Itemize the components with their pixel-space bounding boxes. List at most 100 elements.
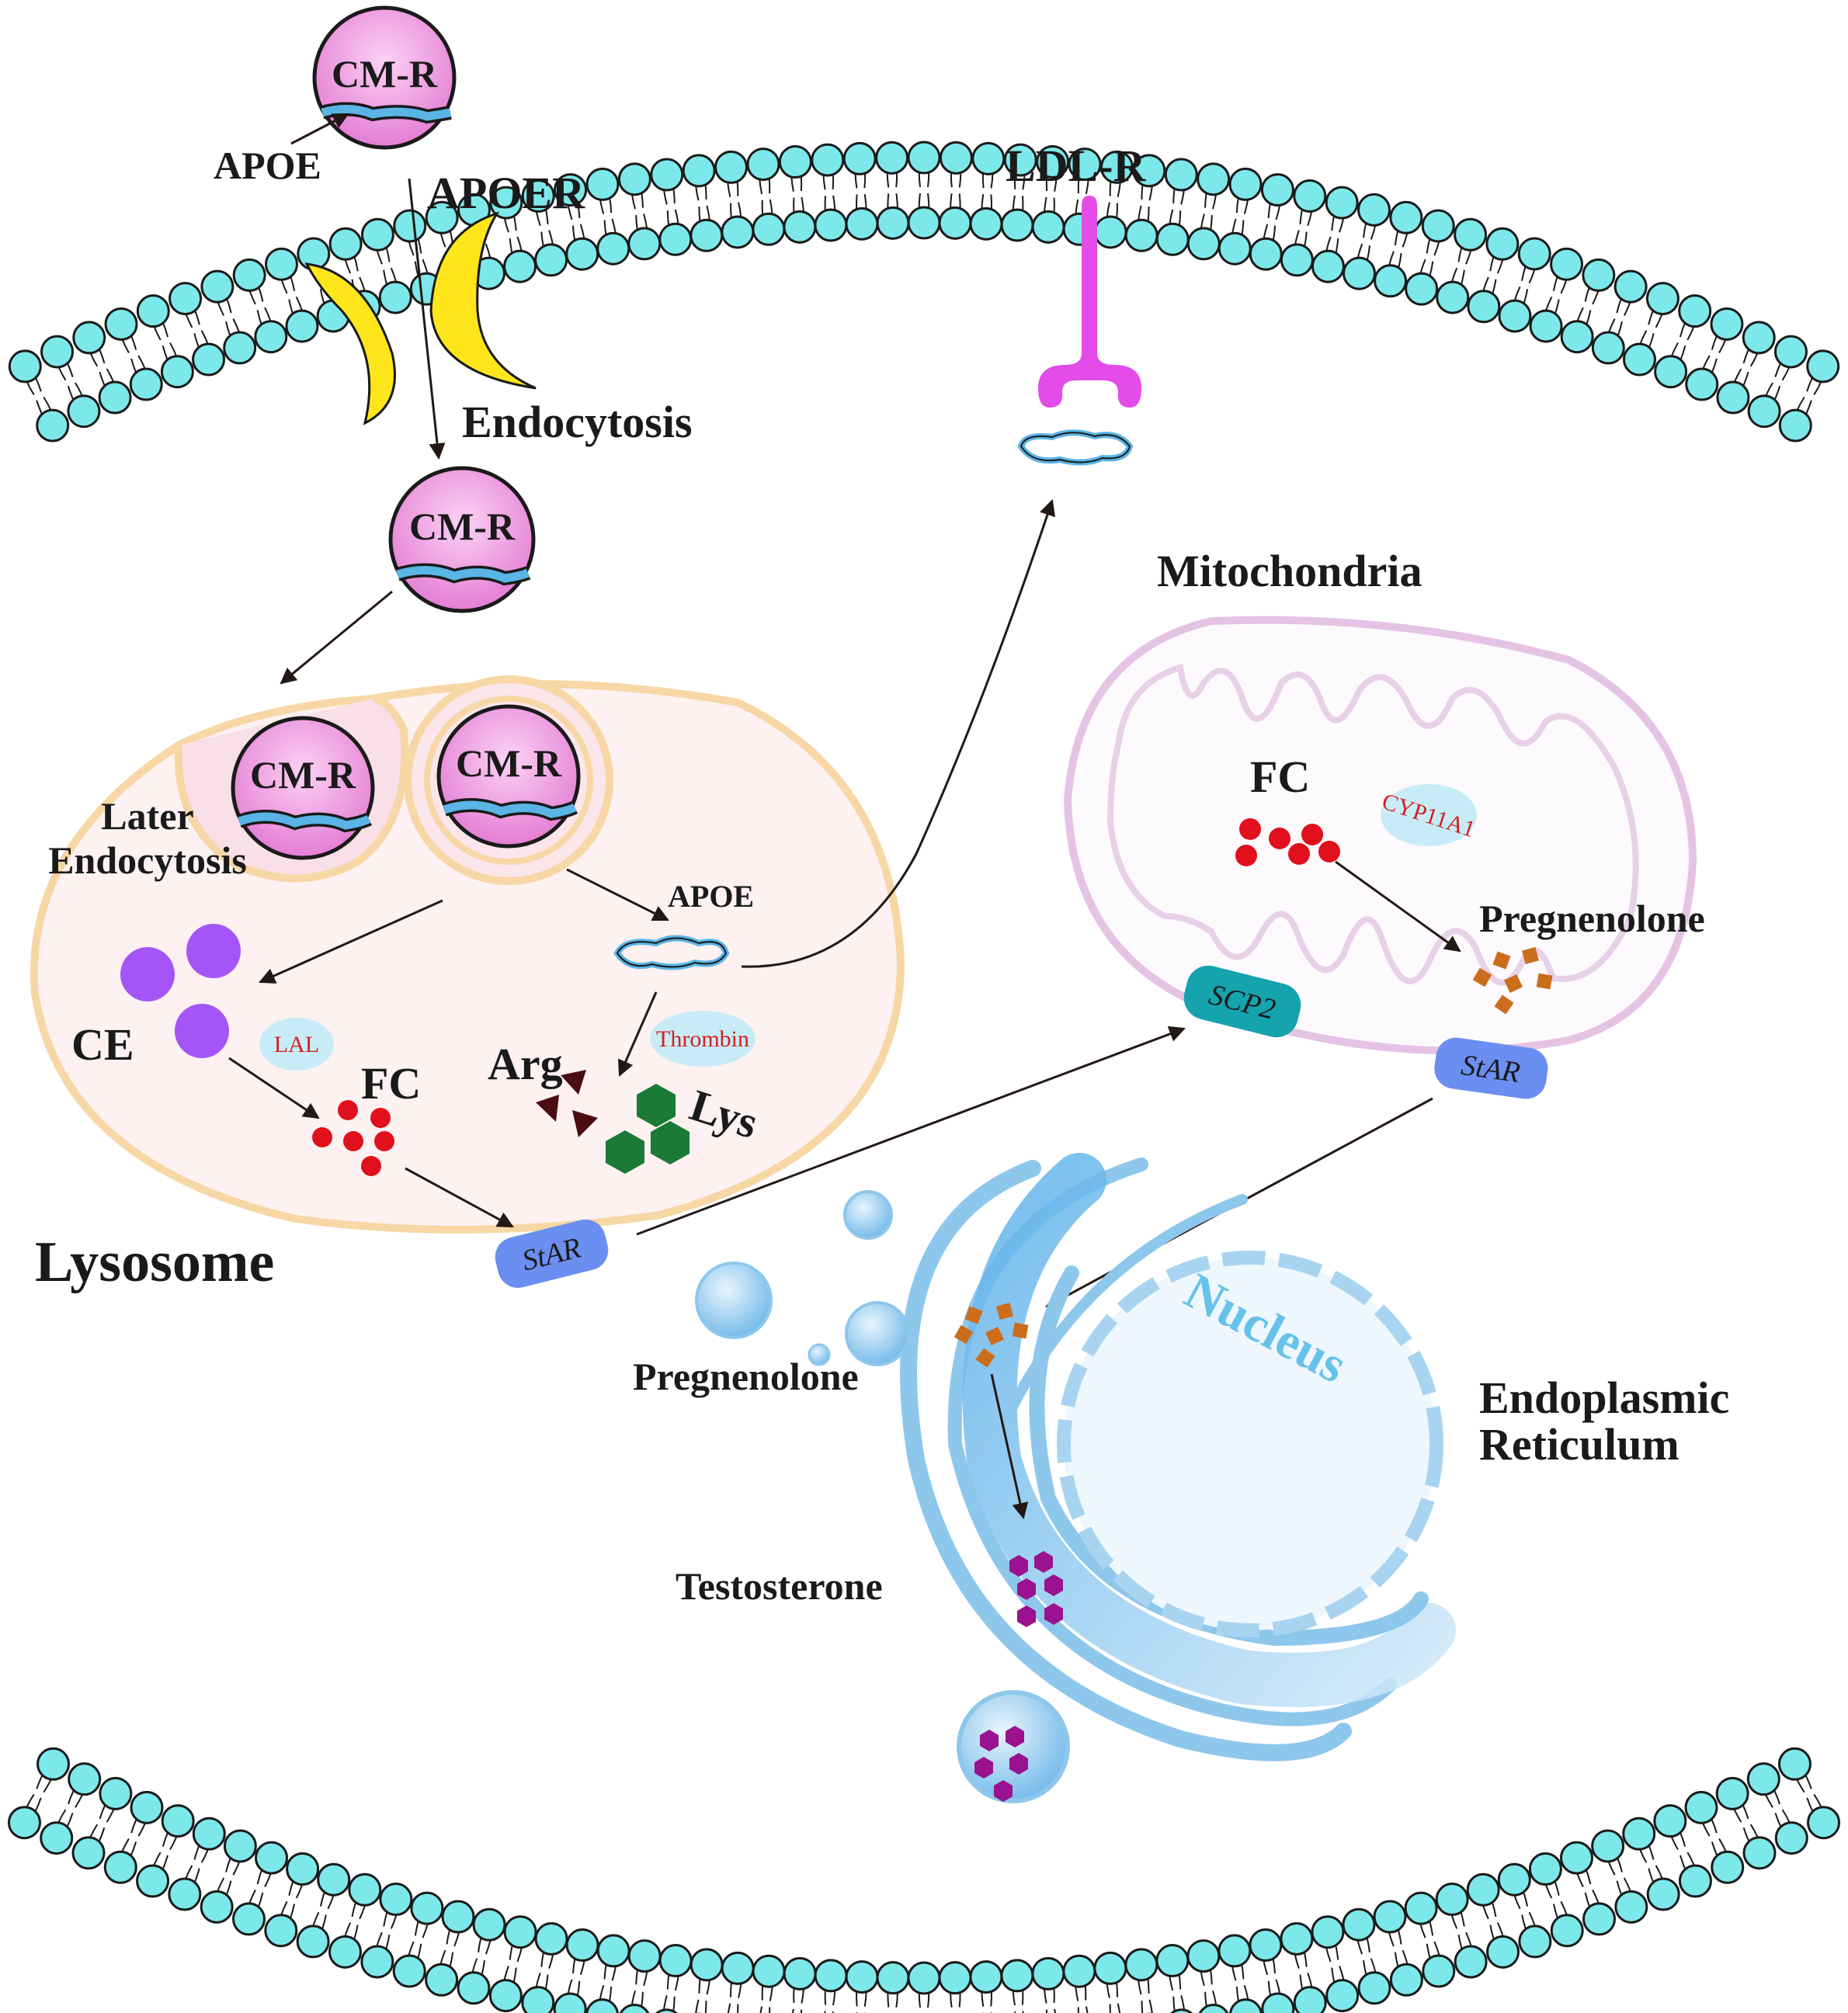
lipid-head xyxy=(1774,1821,1808,1855)
lipid-head xyxy=(1806,349,1840,384)
lipid-head xyxy=(1374,264,1408,298)
lipid-head xyxy=(1000,208,1034,242)
lipid-head xyxy=(317,1862,351,1897)
lipid-head xyxy=(565,1928,599,1963)
lipid-head xyxy=(650,158,684,192)
lipid-head xyxy=(1454,217,1488,252)
lipid-head xyxy=(1684,1790,1718,1824)
thrombin-enzyme xyxy=(650,1011,756,1067)
lipid-head xyxy=(410,1891,444,1925)
lipid-head xyxy=(8,349,42,384)
lipid-head xyxy=(1747,394,1781,429)
lipid-head xyxy=(223,1829,257,1863)
lipid-tail xyxy=(1141,2001,1144,2013)
lipid-head xyxy=(1197,162,1231,196)
lipid-head xyxy=(845,207,879,241)
lipid-head xyxy=(714,150,749,184)
lipid-head xyxy=(752,1954,786,1988)
lipid-head xyxy=(103,1850,137,1884)
lipid-head xyxy=(1342,1907,1376,1942)
star-protein-lysosome: StAR xyxy=(495,1219,609,1288)
cmr-label-endocytosed: CM-R xyxy=(409,505,516,548)
lipid-head xyxy=(814,1959,848,1993)
lipid-head xyxy=(690,1948,724,1982)
lipid-head xyxy=(1591,331,1625,365)
lipid-head xyxy=(379,1883,413,1917)
lipid-head xyxy=(1062,1954,1096,1988)
lipid-tail xyxy=(1117,2003,1121,2013)
lipid-head xyxy=(907,206,941,240)
lipid-head xyxy=(690,218,724,252)
lipid-head xyxy=(721,215,755,249)
lipid-head xyxy=(1614,1890,1648,1924)
fc-label-mito: FC xyxy=(1250,751,1310,802)
apoer-receptor xyxy=(304,211,537,425)
lipid-head xyxy=(160,355,194,389)
ldlr-receptor xyxy=(1038,196,1141,408)
lipid-head xyxy=(1685,367,1719,401)
lipid-tail xyxy=(759,2006,763,2013)
lipid-head xyxy=(783,210,817,244)
ce-molecules xyxy=(120,924,241,1058)
lipid-head xyxy=(585,167,620,201)
testosterone-molecules xyxy=(1009,1551,1063,1627)
plasma-membrane-bottom xyxy=(7,1747,1841,2013)
lipid-head xyxy=(1614,269,1648,304)
lipid-head xyxy=(1421,209,1455,243)
lipid-head xyxy=(67,394,101,429)
lipid-tail xyxy=(704,2001,707,2013)
lipid-head xyxy=(534,1921,568,1956)
lipid-head xyxy=(1622,1817,1656,1851)
plasma-membrane-top xyxy=(8,141,1840,443)
lipid-head xyxy=(1198,2004,1229,2013)
fc-molecules-lysosome xyxy=(312,1100,394,1176)
lipid-head xyxy=(348,1872,382,1907)
lipid-head xyxy=(565,237,599,271)
apoe-strand-lysosome xyxy=(613,935,730,970)
lipid-head xyxy=(392,1954,426,1988)
lipid-head xyxy=(596,1934,630,1968)
lipid-head xyxy=(1249,237,1283,271)
lipid-head xyxy=(192,1817,226,1851)
lipid-head xyxy=(136,1864,170,1898)
lipid-head xyxy=(1155,1944,1190,1978)
lipid-head xyxy=(1528,1852,1562,1886)
er-label-1: Endoplasmic xyxy=(1479,1373,1729,1423)
lipid-head xyxy=(1807,1806,1841,1840)
later-endocytosis-label-1: Later xyxy=(101,794,193,838)
lipid-head xyxy=(1357,193,1391,227)
lipid-head xyxy=(232,258,266,292)
lipid-head xyxy=(1357,1971,1391,2005)
lipid-head xyxy=(136,294,170,328)
lipid-tail xyxy=(1148,1999,1153,2013)
scp2-protein: SCP2 xyxy=(1183,965,1301,1038)
lipid-head xyxy=(1645,282,1680,316)
lipid-head xyxy=(655,2008,679,2013)
lipid-tail xyxy=(695,1999,700,2013)
ce-label: CE xyxy=(71,1019,134,1070)
lipid-head xyxy=(36,408,70,443)
lipid-head xyxy=(1229,1998,1263,2013)
lipid-head xyxy=(1389,200,1423,234)
lipid-head xyxy=(876,206,910,240)
lipid-tail xyxy=(737,2004,739,2013)
lipid-head xyxy=(1742,1836,1777,1870)
lipid-head xyxy=(36,1747,71,1781)
lipid-head xyxy=(130,1790,164,1824)
lipid-head xyxy=(457,1971,491,2005)
lipid-head xyxy=(1099,150,1134,184)
lipid-head xyxy=(627,1939,662,1973)
lipid-head xyxy=(1404,1891,1438,1925)
lipid-head xyxy=(1000,1959,1034,1993)
er-label-2: Reticulum xyxy=(1479,1419,1680,1470)
lipid-head xyxy=(1164,158,1198,192)
pregnenolone-label-mito: Pregnenolone xyxy=(1479,897,1705,940)
lipid-head xyxy=(1342,256,1376,290)
lipid-tail xyxy=(769,2007,771,2013)
lipid-head xyxy=(1777,1747,1812,1781)
lipid-head xyxy=(1467,290,1501,324)
lipid-head xyxy=(585,1998,619,2013)
lipid-head xyxy=(104,307,138,341)
lipid-head xyxy=(1325,186,1359,220)
